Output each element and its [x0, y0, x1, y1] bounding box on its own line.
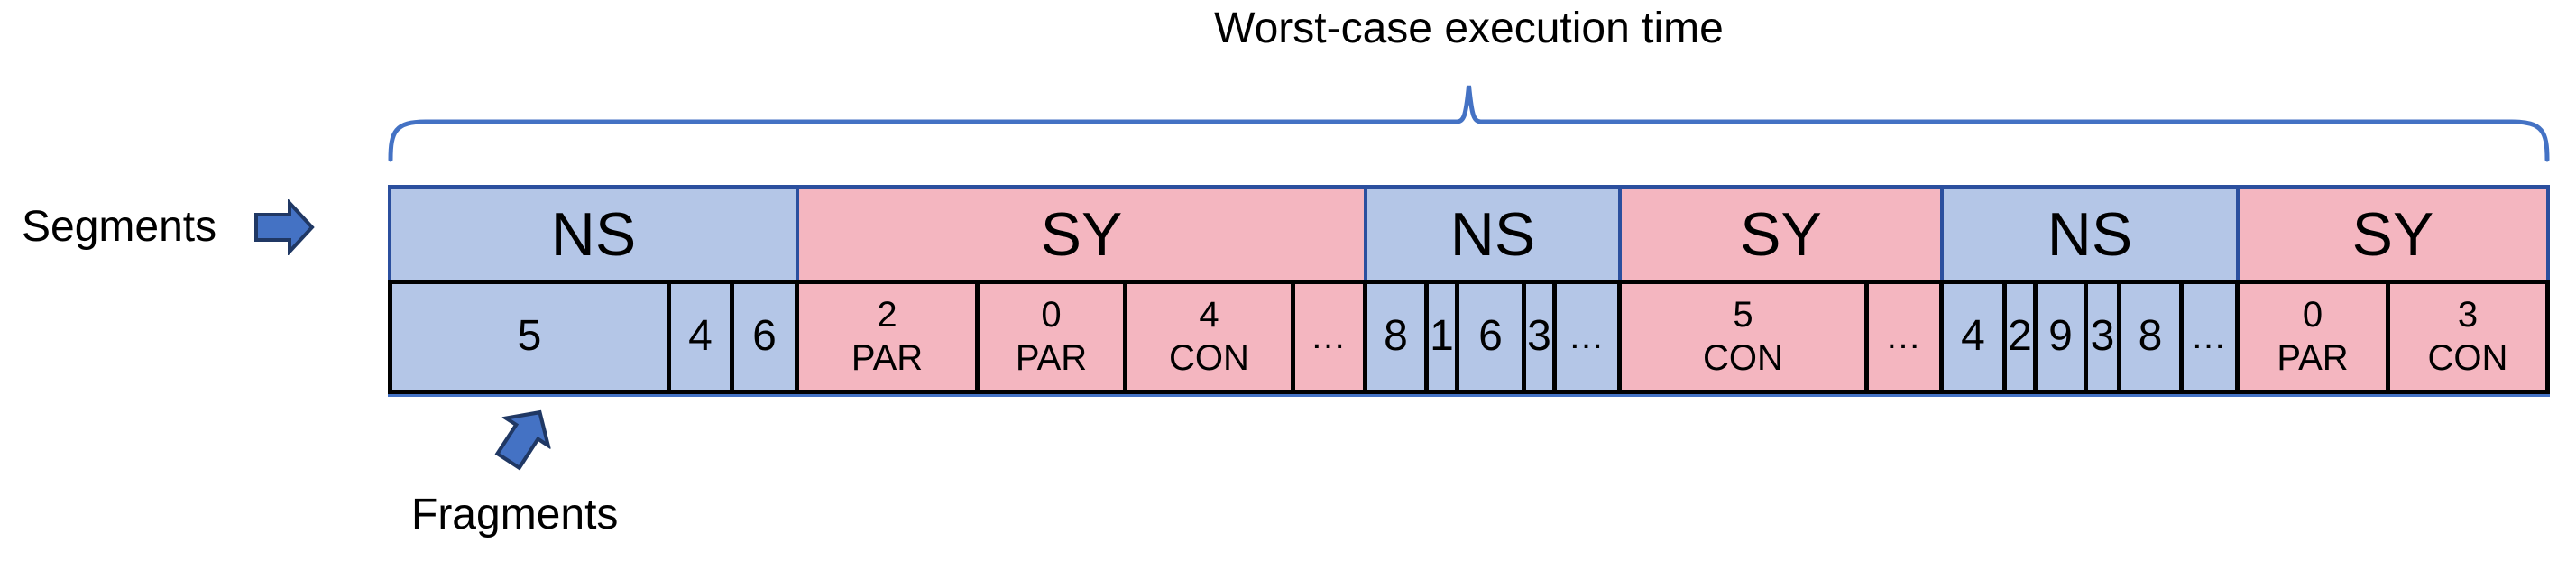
- wcet-brace: [388, 85, 2550, 162]
- segment-ns-4: NS: [1944, 185, 2240, 280]
- fragment-cell: 3: [1526, 280, 1557, 394]
- fragment-text: …: [2190, 316, 2229, 356]
- segments-arrow-icon: [254, 199, 315, 255]
- fragment-text: 3: [2090, 312, 2115, 361]
- fragment-text: 5: [1733, 295, 1753, 336]
- fragment-text: 9: [2048, 312, 2073, 361]
- fragment-text: CON: [2427, 337, 2508, 378]
- fragment-text: 8: [1384, 312, 1408, 361]
- fragment-cell: 5: [388, 280, 671, 394]
- fragment-cell: 8: [1367, 280, 1429, 394]
- fragment-cell: …: [1295, 280, 1367, 394]
- fragment-text: CON: [1169, 337, 1249, 378]
- fragment-cell: 4: [1944, 280, 2007, 394]
- fragment-text: PAR: [851, 337, 924, 378]
- fragment-cell: 6: [1459, 280, 1526, 394]
- fragment-text: 3: [1527, 312, 1551, 361]
- fragment-text: CON: [1703, 337, 1783, 378]
- fragment-text: 8: [2138, 312, 2163, 361]
- fragment-text: 1: [1430, 312, 1454, 361]
- fragment-cell: 8: [2121, 280, 2184, 394]
- segment-label: NS: [550, 199, 637, 269]
- fragment-text: 3: [2457, 295, 2479, 336]
- fragment-text: 4: [1199, 295, 1219, 336]
- strip-bottom-line: [388, 394, 2550, 397]
- fragment-text: …: [1568, 316, 1606, 356]
- fragment-text: …: [1885, 316, 1923, 356]
- fragment-text: PAR: [2277, 337, 2349, 378]
- segments-row: NS SY NS SY NS SY: [388, 185, 2550, 280]
- fragments-label: Fragments: [411, 491, 619, 538]
- fragment-text: PAR: [1015, 337, 1088, 378]
- fragment-text: 6: [752, 312, 777, 361]
- fragments-arrow-icon: [494, 409, 552, 471]
- fragment-text: 4: [1961, 312, 1985, 361]
- fragment-cell: 2: [2007, 280, 2038, 394]
- diagram-title: Worst-case execution time: [1214, 5, 1724, 52]
- segment-sy-5: SY: [2240, 185, 2550, 280]
- segment-sy-3: SY: [1622, 185, 1944, 280]
- fragment-text: …: [1310, 316, 1348, 356]
- fragment-cell: 1: [1429, 280, 1459, 394]
- fragment-cell: …: [1869, 280, 1944, 394]
- fragment-cell: …: [2184, 280, 2240, 394]
- fragment-cell: 3: [2088, 280, 2121, 394]
- segment-ns-2: NS: [1367, 185, 1622, 280]
- fragment-cell: 4: [671, 280, 734, 394]
- fragment-text: 5: [517, 312, 542, 361]
- fragment-text: 6: [1478, 312, 1503, 361]
- fragment-text: 4: [688, 312, 713, 361]
- segment-label: NS: [2047, 199, 2133, 269]
- segment-ns-0: NS: [388, 185, 799, 280]
- fragment-text: 2: [2008, 312, 2032, 361]
- fragment-cell: 9: [2038, 280, 2088, 394]
- fragment-cell: …: [1557, 280, 1622, 394]
- fragment-text: 0: [2302, 295, 2323, 336]
- segment-label: SY: [1740, 199, 1822, 269]
- segment-sy-1: SY: [799, 185, 1367, 280]
- fragment-text: 2: [877, 295, 897, 336]
- segment-label: SY: [2351, 199, 2434, 269]
- fragment-text: 0: [1041, 295, 1062, 336]
- fragment-cell: 6: [734, 280, 799, 394]
- segments-label: Segments: [22, 203, 217, 251]
- segment-label: SY: [1040, 199, 1123, 269]
- segment-label: NS: [1449, 199, 1536, 269]
